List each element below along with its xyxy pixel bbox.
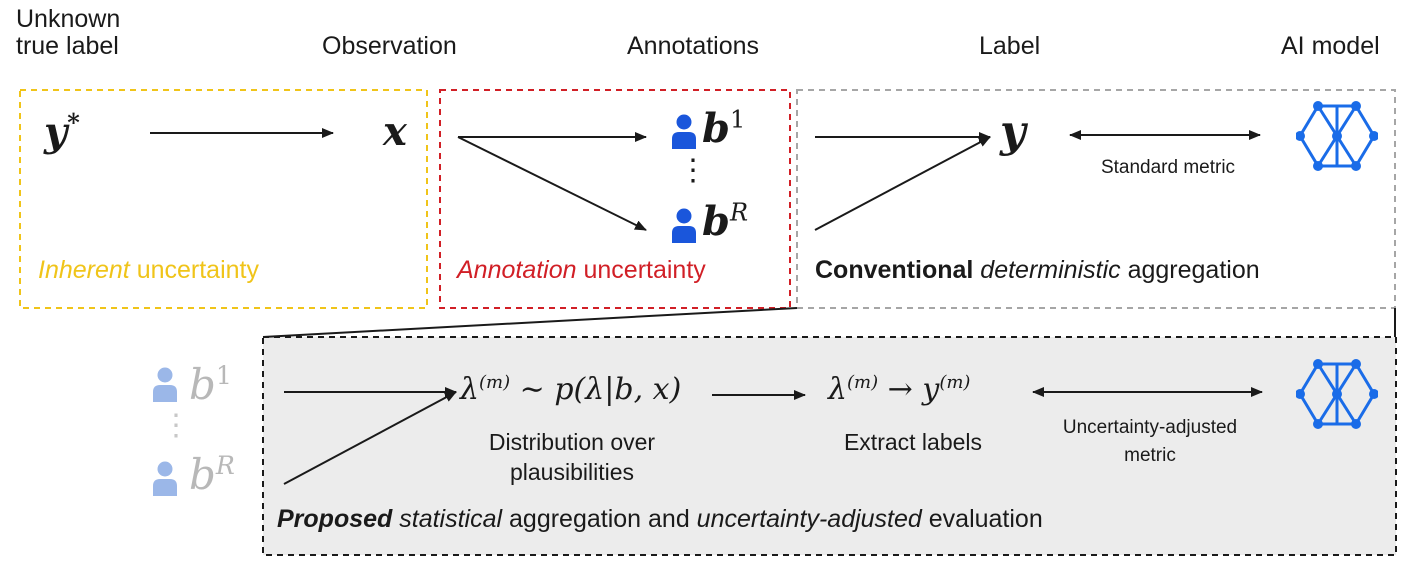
y-star-base: y — [44, 108, 68, 156]
proposed-aggregation-box — [262, 336, 1397, 556]
header-ai-model: AI model — [1281, 32, 1380, 60]
arrow-x-to-bR — [457, 136, 647, 231]
arrow-to-y: → y — [878, 372, 940, 407]
annotations-vdots: ⋮ — [678, 154, 708, 187]
uncertainty-adjusted-metric-label: Uncertainty-adjusted metric — [1030, 414, 1270, 470]
lambda2-symbol: λ — [828, 372, 848, 407]
ai-model-bottom-icon — [1296, 359, 1378, 429]
proposed-mid: aggregation and — [502, 505, 697, 533]
sim-expr: ∼ p(λ|b, x) — [510, 372, 682, 407]
annotation-uncertainty-box — [439, 89, 791, 309]
dist-line2: plausibilities — [509, 459, 634, 485]
proposed-rest: evaluation — [921, 505, 1043, 533]
b1-faded-base: b — [189, 360, 216, 409]
lambda-distribution-expr: λ(m) ∼ p(λ|b, x) — [460, 372, 681, 407]
arrow-bR-to-y — [814, 136, 991, 231]
conventional-rest: aggregation — [1120, 256, 1260, 284]
annotator-1-icon — [672, 114, 696, 149]
header-unknown-line1: Unknown — [16, 5, 121, 33]
b1-base: b — [702, 105, 730, 152]
b1-symbol: b1 — [702, 105, 745, 152]
bR-symbol: bR — [702, 198, 748, 245]
header-observation: Observation — [322, 32, 457, 60]
ai-model-icon — [1296, 101, 1378, 171]
proposed-aggregation-label: Proposed statistical aggregation and unc… — [277, 505, 1043, 534]
bR-base: b — [702, 198, 730, 245]
bR-faded-sup: R — [215, 451, 235, 480]
ua-metric-line1: Uncertainty-adjusted — [1062, 417, 1238, 438]
x-symbol: x — [383, 108, 407, 155]
y-star-sup: * — [67, 108, 80, 137]
b1-sup: 1 — [729, 105, 746, 134]
lambda2-sup: (m) — [847, 372, 879, 393]
inherent-uncertainty-box — [19, 89, 428, 309]
bR-faded-base: b — [189, 450, 216, 499]
bR-faded-symbol: bR — [189, 450, 235, 499]
faded-vdots: ⋮ — [161, 409, 191, 442]
b1-faded-sup: 1 — [215, 361, 232, 390]
extract-labels-label: Extract labels — [843, 429, 983, 455]
y-symbol: y — [1000, 106, 1026, 157]
lambda-symbol: λ — [460, 372, 480, 407]
annotation-uncertainty-label: Annotation uncertainty — [457, 256, 706, 285]
conventional-aggregation-box — [796, 89, 1396, 309]
y-star-symbol: y* — [44, 108, 80, 155]
annotator-R-faded-icon — [153, 461, 177, 496]
zoom-connector-left — [262, 307, 798, 338]
arrow-bR-to-lambda — [283, 391, 457, 485]
header-true-label-line2: true label — [16, 32, 119, 60]
inherent-em: Inherent — [38, 256, 130, 284]
standard-metric-label: Standard metric — [1100, 157, 1236, 178]
extract-labels-expr: λ(m) → y(m) — [828, 372, 970, 407]
proposed-em1: statistical — [399, 505, 503, 533]
annotation-em: Annotation — [457, 256, 577, 284]
ua-metric-line2: metric — [1124, 445, 1176, 466]
dist-line1: Distribution over — [488, 429, 656, 455]
b1-faded-symbol: b1 — [189, 360, 232, 409]
proposed-bold: Proposed — [277, 505, 393, 533]
bR-sup: R — [729, 198, 749, 227]
header-annotations: Annotations — [627, 32, 760, 60]
distribution-over-plausibilities-label: Distribution over plausibilities — [452, 427, 692, 487]
header-unknown-true-label: Unknown true label — [16, 6, 120, 60]
conventional-em: deterministic — [980, 256, 1121, 284]
conventional-bold: Conventional — [815, 256, 974, 284]
annotator-R-icon — [672, 208, 696, 243]
inherent-rest: uncertainty — [129, 256, 259, 284]
annotation-rest: uncertainty — [576, 256, 706, 284]
annotator-1-faded-icon — [153, 367, 177, 402]
conventional-aggregation-label: Conventional deterministic aggregation — [815, 256, 1260, 285]
header-label: Label — [979, 32, 1041, 60]
inherent-uncertainty-label: Inherent uncertainty — [38, 256, 259, 285]
proposed-em2: uncertainty-adjusted — [696, 505, 922, 533]
lambda-sup: (m) — [479, 372, 511, 393]
y-m-sup: (m) — [939, 372, 971, 393]
